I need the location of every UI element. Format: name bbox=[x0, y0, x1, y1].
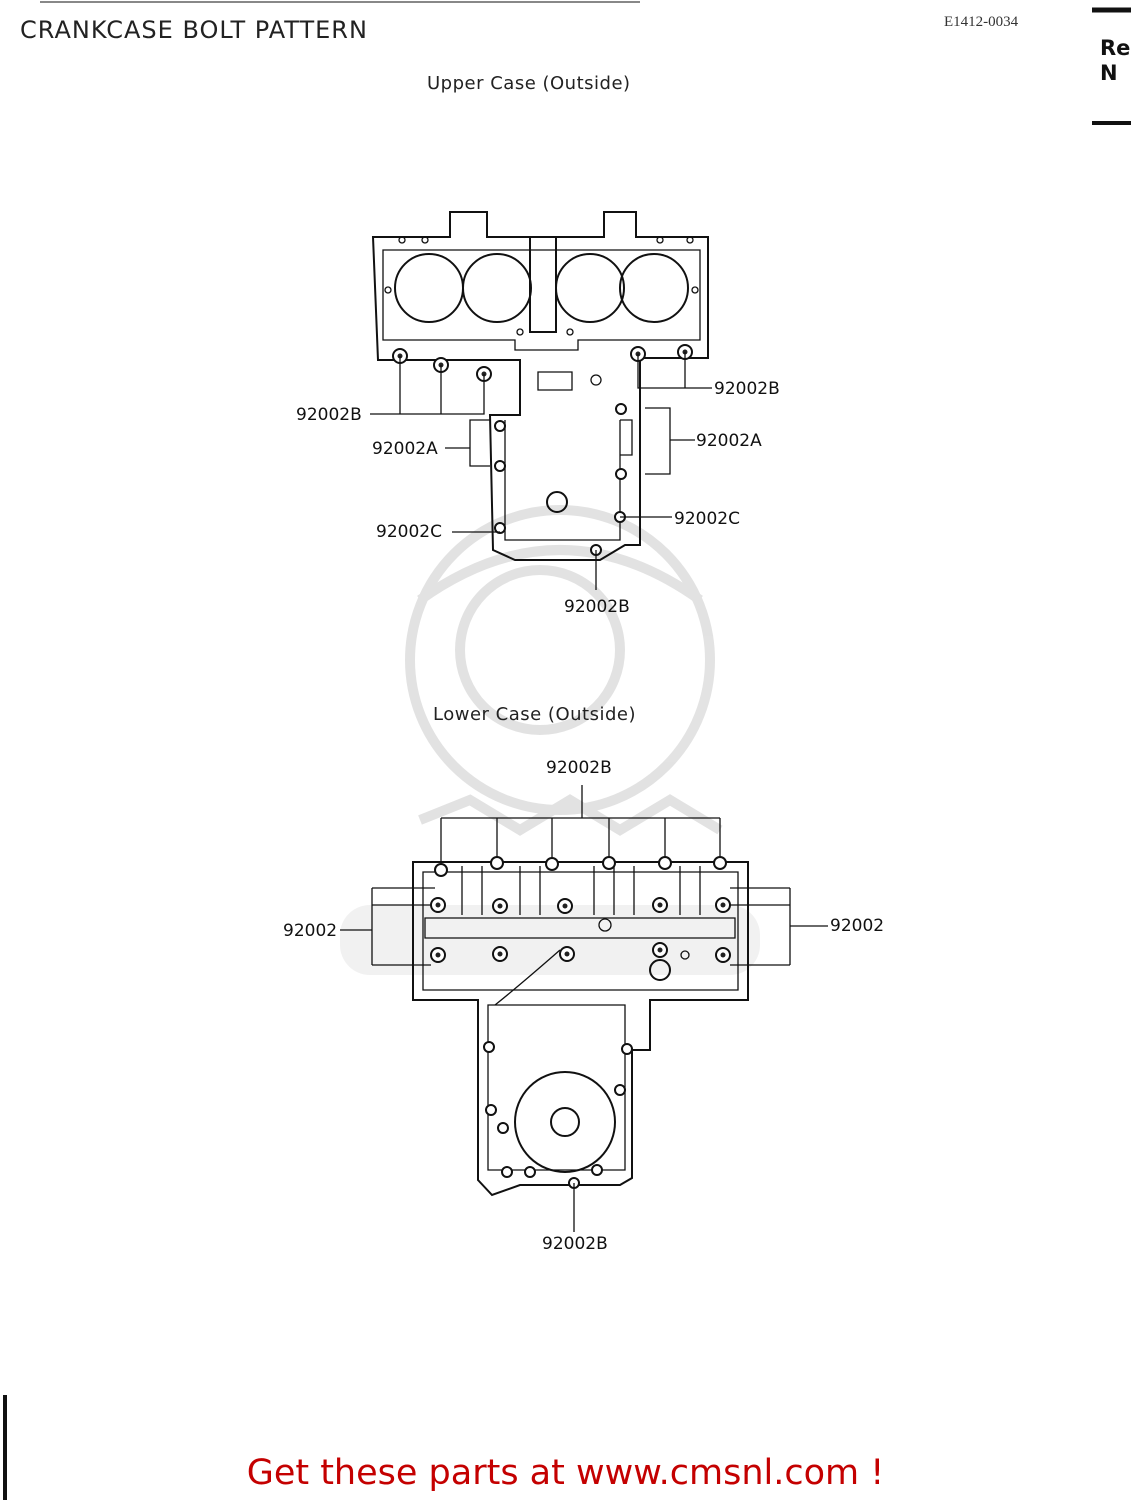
callout-lower-92002b-top: 92002B bbox=[546, 758, 612, 778]
page-title: CRANKCASE BOLT PATTERN bbox=[20, 16, 368, 44]
lower-leader-lines bbox=[340, 785, 828, 1232]
upper-case-title: Upper Case (Outside) bbox=[427, 73, 631, 94]
lower-case-title: Lower Case (Outside) bbox=[433, 704, 636, 725]
header-rules bbox=[3, 1, 1131, 1500]
side-tab-line-1: Re bbox=[1100, 36, 1131, 60]
side-tab-line-2: N bbox=[1100, 61, 1118, 85]
callout-upper-92002b-bottom: 92002B bbox=[564, 597, 630, 617]
callout-upper-92002b-left: 92002B bbox=[296, 405, 362, 425]
callout-lower-92002-left: 92002 bbox=[283, 921, 338, 941]
callout-lower-92002b-bottom: 92002B bbox=[542, 1234, 608, 1254]
callout-upper-92002a-right: 92002A bbox=[696, 431, 762, 451]
callout-upper-92002a-left: 92002A bbox=[372, 439, 438, 459]
lower-bolts bbox=[430, 856, 731, 1189]
upper-leader-lines bbox=[370, 352, 712, 590]
callout-upper-92002c-right: 92002C bbox=[674, 509, 740, 529]
promo-link[interactable]: Get these parts at www.cmsnl.com ! bbox=[246, 1453, 885, 1493]
callout-upper-92002b-right: 92002B bbox=[714, 379, 780, 399]
callout-upper-92002c-left: 92002C bbox=[376, 522, 442, 542]
upper-case-drawing bbox=[370, 211, 712, 590]
lower-case-drawing bbox=[340, 785, 828, 1232]
reference-code: E1412-0034 bbox=[944, 14, 1019, 30]
callout-lower-92002-right: 92002 bbox=[830, 916, 885, 936]
side-tab: Re N bbox=[1100, 36, 1130, 86]
